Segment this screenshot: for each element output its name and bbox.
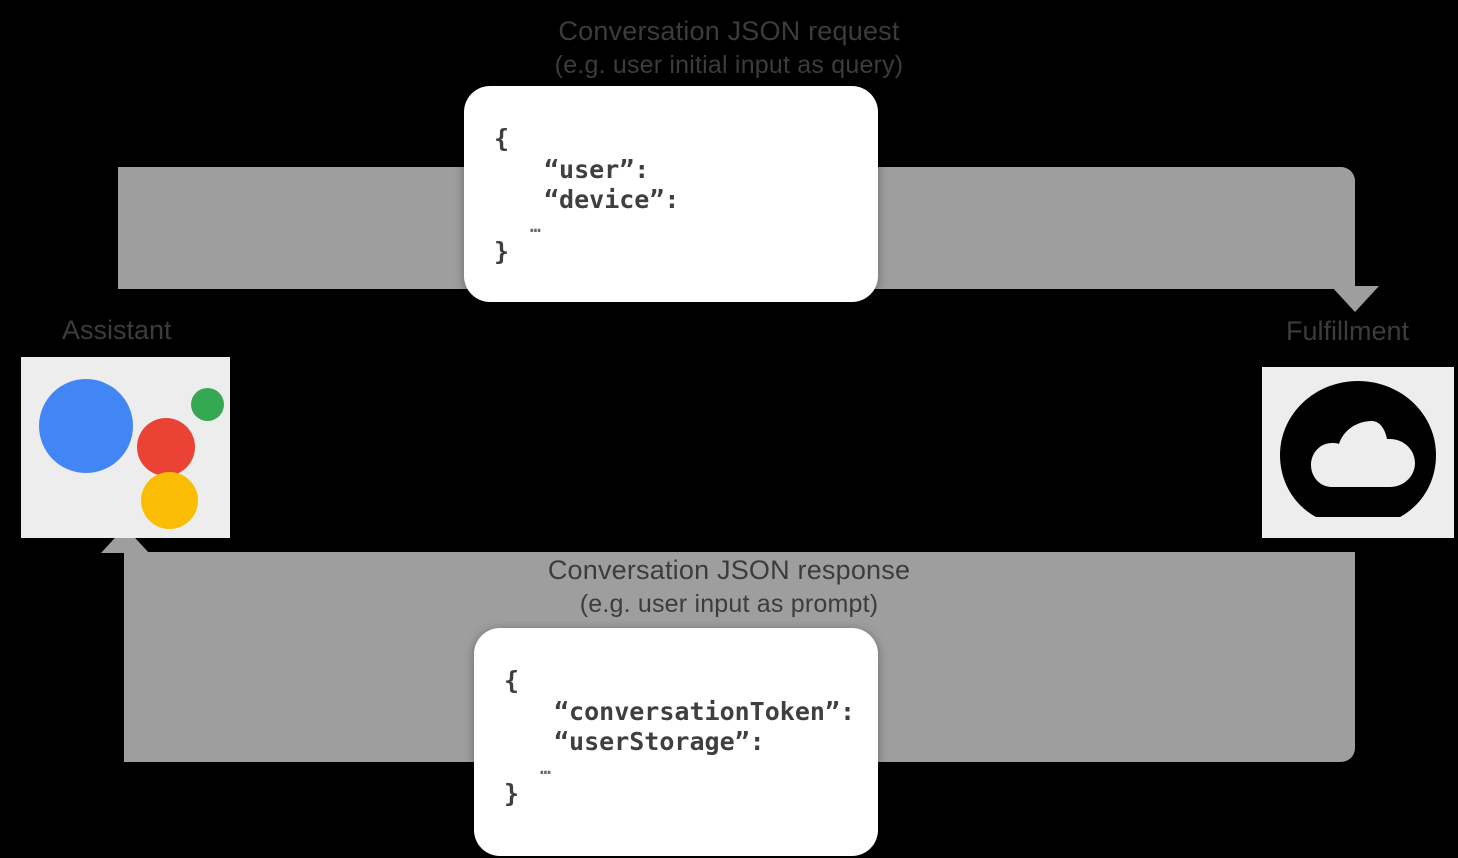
request-json-key-device: “device”: bbox=[544, 185, 680, 214]
response-json-card: { “conversationToken”: “userStorage”: … … bbox=[474, 628, 878, 856]
assistant-endpoint-tile bbox=[21, 357, 230, 538]
response-json-key-user-storage: “userStorage”: bbox=[554, 727, 765, 756]
request-json-key-user: “user”: bbox=[544, 154, 650, 184]
assistant-endpoint-label: Assistant bbox=[62, 315, 172, 345]
request-flow-label-main: Conversation JSON request bbox=[558, 16, 900, 46]
response-json-key-conversation-token: “conversationToken”: bbox=[554, 696, 856, 726]
request-flow-label: Conversation JSON request (e.g. user ini… bbox=[0, 14, 1458, 81]
fulfillment-endpoint-label: Fulfillment bbox=[1286, 316, 1410, 346]
google-assistant-icon-red-dot bbox=[137, 418, 195, 476]
request-json-card: { “user”: “device”: … } bbox=[464, 86, 878, 302]
google-assistant-icon-green-dot bbox=[191, 388, 224, 421]
response-flow-label-main: Conversation JSON response bbox=[547, 555, 911, 585]
request-flow-label-sub: (e.g. user initial input as query) bbox=[554, 50, 904, 79]
response-json-close-brace: } bbox=[504, 779, 520, 809]
google-assistant-icon-yellow-dot bbox=[141, 472, 198, 529]
request-json-ellipsis: … bbox=[530, 215, 543, 237]
response-json-open-brace: { bbox=[504, 666, 520, 695]
request-flow-arrowhead-down-icon bbox=[1331, 286, 1379, 312]
google-assistant-icon-blue-dot bbox=[39, 379, 133, 473]
response-flow-label: Conversation JSON response (e.g. user in… bbox=[0, 553, 1458, 620]
response-flow-label-sub: (e.g. user input as prompt) bbox=[579, 589, 879, 618]
request-json-open-brace: { bbox=[494, 124, 510, 153]
request-json-close-brace: } bbox=[494, 237, 510, 267]
response-json-ellipsis: … bbox=[540, 757, 553, 779]
fulfillment-endpoint-tile bbox=[1262, 367, 1454, 538]
cloud-icon bbox=[1280, 381, 1436, 517]
